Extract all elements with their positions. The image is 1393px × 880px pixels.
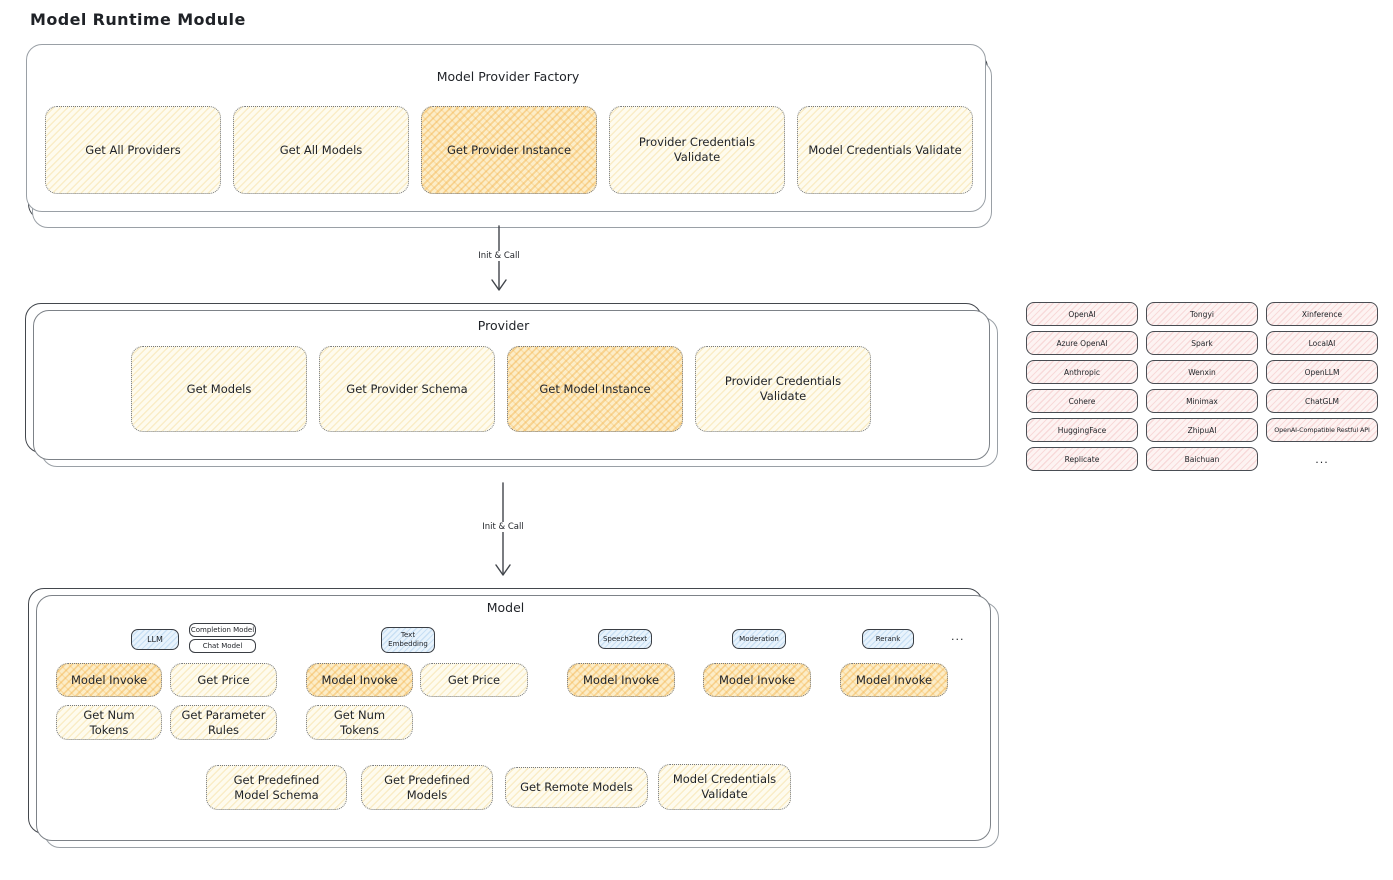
node-get-provider-schema: Get Provider Schema	[319, 346, 495, 432]
node-rerank-model-invoke: Model Invoke	[840, 663, 948, 697]
provider-minimax: Minimax	[1146, 389, 1258, 413]
model-title: Model	[486, 600, 525, 615]
node-moderation-model-invoke: Model Invoke	[703, 663, 811, 697]
node-get-all-models: Get All Models	[233, 106, 409, 194]
node-speech2text-model-invoke: Model Invoke	[567, 663, 675, 697]
tab-completion-model: Completion Model	[189, 623, 256, 637]
init-call-label-2: Init & Call	[479, 522, 527, 532]
providers-grid: OpenAI Tongyi Xinference Azure OpenAI Sp…	[1026, 302, 1378, 471]
arrow-down-icon	[495, 482, 511, 576]
node-embedding-get-num-tokens: Get Num Tokens	[306, 705, 413, 740]
tab-chat-model: Chat Model	[189, 639, 256, 653]
provider-baichuan: Baichuan	[1146, 447, 1258, 471]
provider-cohere: Cohere	[1026, 389, 1138, 413]
provider-title: Provider	[477, 318, 530, 333]
diagram-title: Model Runtime Module	[30, 10, 246, 29]
node-llm-get-num-tokens: Get Num Tokens	[56, 705, 162, 740]
tab-speech2text: Speech2text	[598, 629, 652, 649]
provider-xinference: Xinference	[1266, 302, 1378, 326]
provider-huggingface: HuggingFace	[1026, 418, 1138, 442]
node-model-credentials-validate-2: Model Credentials Validate	[658, 764, 791, 810]
providers-ellipsis: ...	[1315, 452, 1329, 466]
model-container: Model LLM Completion Model Chat Model Te…	[28, 588, 983, 834]
provider-anthropic: Anthropic	[1026, 360, 1138, 384]
node-llm-get-parameter-rules: Get Parameter Rules	[170, 705, 277, 740]
provider-localai: LocalAI	[1266, 331, 1378, 355]
provider-openai-compatible-restful-api: OpenAI-Compatible Restful API	[1266, 418, 1378, 442]
tab-llm: LLM	[131, 629, 179, 650]
node-get-remote-models: Get Remote Models	[505, 767, 648, 808]
provider-azure-openai: Azure OpenAI	[1026, 331, 1138, 355]
init-call-label-1: Init & Call	[475, 251, 523, 261]
node-llm-model-invoke: Model Invoke	[56, 663, 162, 697]
model-provider-factory-container: Model Provider Factory Get All Providers…	[28, 52, 988, 220]
provider-container: Provider Get Models Get Provider Schema …	[25, 303, 982, 453]
node-llm-get-price: Get Price	[170, 663, 277, 697]
node-provider-credentials-validate: Provider Credentials Validate	[609, 106, 785, 194]
init-call-arrow-2: Init & Call	[479, 482, 527, 582]
provider-replicate: Replicate	[1026, 447, 1138, 471]
provider-openllm: OpenLLM	[1266, 360, 1378, 384]
provider-wenxin: Wenxin	[1146, 360, 1258, 384]
tab-moderation: Moderation	[732, 629, 786, 649]
model-tabs-ellipsis: ...	[951, 630, 965, 643]
node-get-model-instance: Get Model Instance	[507, 346, 683, 432]
provider-spark: Spark	[1146, 331, 1258, 355]
arrow-down-icon	[491, 225, 507, 291]
provider-openai: OpenAI	[1026, 302, 1138, 326]
node-embedding-model-invoke: Model Invoke	[306, 663, 413, 697]
node-get-predefined-model-schema: Get Predefined Model Schema	[206, 765, 347, 810]
node-provider-credentials-validate-2: Provider Credentials Validate	[695, 346, 871, 432]
tab-text-embedding: Text Embedding	[381, 627, 435, 653]
provider-zhipuai: ZhipuAI	[1146, 418, 1258, 442]
provider-chatglm: ChatGLM	[1266, 389, 1378, 413]
provider-tongyi: Tongyi	[1146, 302, 1258, 326]
node-embedding-get-price: Get Price	[420, 663, 528, 697]
node-get-predefined-models: Get Predefined Models	[361, 765, 493, 810]
tab-rerank: Rerank	[862, 629, 914, 649]
node-get-provider-instance: Get Provider Instance	[421, 106, 597, 194]
factory-title: Model Provider Factory	[436, 69, 580, 84]
node-get-models: Get Models	[131, 346, 307, 432]
node-model-credentials-validate: Model Credentials Validate	[797, 106, 973, 194]
node-get-all-providers: Get All Providers	[45, 106, 221, 194]
init-call-arrow-1: Init & Call	[475, 225, 523, 297]
